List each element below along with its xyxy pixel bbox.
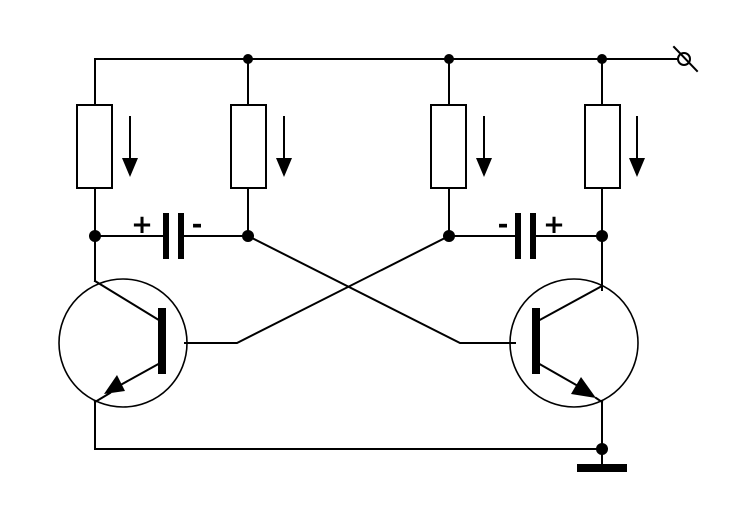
polarity-plus-label: + <box>543 210 565 240</box>
transistor-q2 <box>509 278 639 450</box>
supply-rail <box>94 45 699 106</box>
current-arrow-icon <box>276 158 292 177</box>
resistor-r2 <box>230 58 292 237</box>
capacitor-c1: + - <box>89 210 254 259</box>
resistor-r4 <box>584 58 645 291</box>
polarity-minus-label: - <box>498 210 509 240</box>
current-arrow-icon <box>629 158 645 177</box>
polarity-minus-label: - <box>192 210 203 240</box>
current-arrow-icon <box>122 158 138 177</box>
polarity-plus-label: + <box>131 210 153 240</box>
junction-dot <box>89 230 101 242</box>
ground-rail <box>94 443 627 472</box>
resistor-r1 <box>76 104 138 282</box>
junction-dot <box>596 230 608 242</box>
current-arrow-icon <box>476 158 492 177</box>
emitter-arrow-icon <box>571 377 596 398</box>
resistor-r3 <box>430 58 492 237</box>
emitter-arrow-icon <box>104 375 125 394</box>
transistor-q1 <box>58 278 188 450</box>
cross-coupling-wires <box>184 234 516 344</box>
capacitor-c2: - + <box>443 210 608 259</box>
